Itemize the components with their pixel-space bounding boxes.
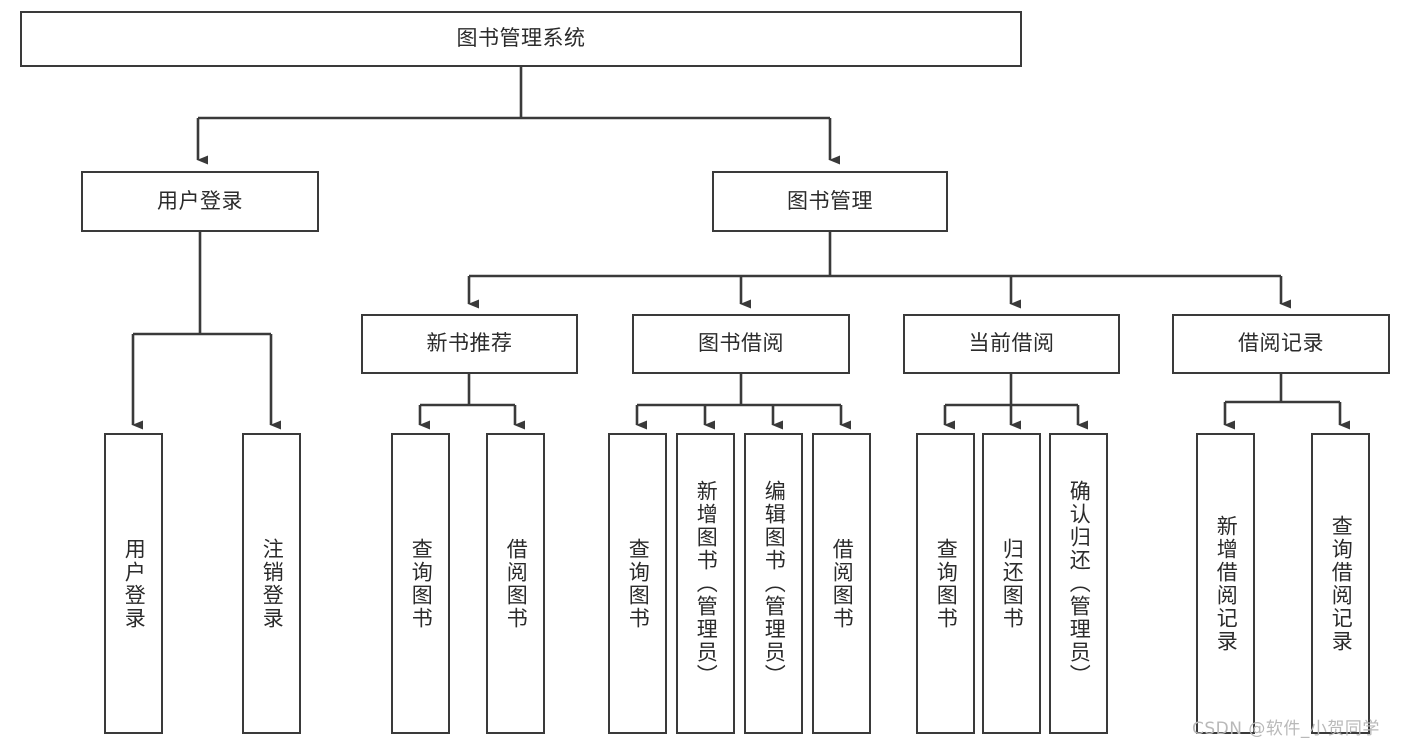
node-label: 图书借阅	[698, 331, 784, 356]
node-label: 新书推荐	[426, 331, 513, 356]
node-label: 确认归还（管理员）	[1067, 480, 1092, 687]
node-label: 当前借阅	[968, 331, 1055, 356]
csdn-watermark: CSDN @软件_小贺同学	[1192, 719, 1380, 739]
leaf-book-borrow-edit[interactable]: 编辑图书（管理员）	[744, 433, 803, 734]
leaf-new-book-borrow[interactable]: 借阅图书	[486, 433, 545, 734]
node-current-borrow[interactable]: 当前借阅	[903, 314, 1120, 374]
node-label: 注销登录	[260, 537, 285, 630]
node-root-system[interactable]: 图书管理系统	[20, 11, 1022, 67]
node-label: 借阅记录	[1238, 331, 1324, 356]
node-label: 查询借阅记录	[1329, 514, 1354, 653]
leaf-borrow-record-add[interactable]: 新增借阅记录	[1196, 433, 1255, 734]
node-label: 编辑图书（管理员）	[762, 480, 787, 687]
leaf-book-borrow-add[interactable]: 新增图书（管理员）	[676, 433, 735, 734]
node-label: 查询图书	[934, 537, 959, 630]
node-label: 图书管理	[787, 188, 873, 213]
node-borrow-record[interactable]: 借阅记录	[1172, 314, 1390, 374]
node-label: 归还图书	[1000, 537, 1025, 630]
node-label: 查询图书	[626, 537, 651, 630]
node-label: 用户登录	[157, 188, 243, 213]
leaf-user-login-login[interactable]: 用户登录	[104, 433, 163, 734]
node-new-book-recommend[interactable]: 新书推荐	[361, 314, 578, 374]
node-label: 图书管理系统	[456, 26, 586, 51]
node-user-login[interactable]: 用户登录	[81, 171, 319, 232]
node-label: 新增图书（管理员）	[694, 480, 719, 687]
leaf-user-login-logout[interactable]: 注销登录	[242, 433, 301, 734]
leaf-current-borrow-confirm-return[interactable]: 确认归还（管理员）	[1049, 433, 1108, 734]
node-label: 查询图书	[409, 537, 434, 630]
node-label: 借阅图书	[504, 537, 529, 630]
leaf-borrow-record-query[interactable]: 查询借阅记录	[1311, 433, 1370, 734]
leaf-book-borrow-borrow[interactable]: 借阅图书	[812, 433, 871, 734]
node-book-management[interactable]: 图书管理	[712, 171, 948, 232]
leaf-current-borrow-query[interactable]: 查询图书	[916, 433, 975, 734]
node-label: 新增借阅记录	[1214, 514, 1239, 653]
node-label: 借阅图书	[830, 537, 855, 630]
leaf-book-borrow-query[interactable]: 查询图书	[608, 433, 667, 734]
node-label: 用户登录	[122, 537, 147, 630]
leaf-new-book-query[interactable]: 查询图书	[391, 433, 450, 734]
node-book-borrow[interactable]: 图书借阅	[632, 314, 850, 374]
leaf-current-borrow-return[interactable]: 归还图书	[982, 433, 1041, 734]
